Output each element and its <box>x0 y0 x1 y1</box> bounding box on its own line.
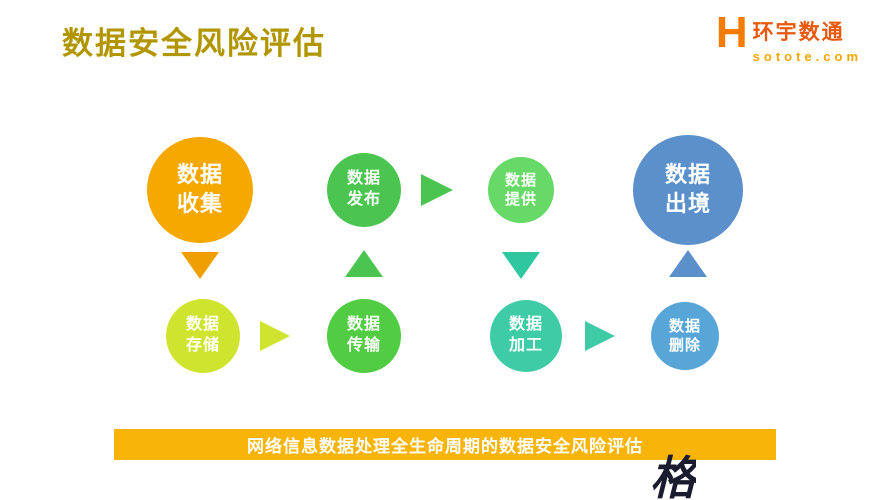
arrow-down-icon-collect-store <box>181 252 219 279</box>
node-data-delete: 数据 删除 <box>651 302 719 370</box>
node-data-publish: 数据 发布 <box>327 153 401 227</box>
node-data-transfer: 数据 传输 <box>327 299 401 373</box>
page-title: 数据安全风险评估 <box>62 26 326 61</box>
node-data-exit: 数据 出境 <box>633 135 743 245</box>
node-label-line: 数据 <box>508 316 543 334</box>
watermark-text: 格 <box>650 453 696 500</box>
node-label-line: 数据 <box>664 162 711 188</box>
banner-text: 网络信息数据处理全生命周期的数据安全风险评估 <box>247 437 643 456</box>
arrow-right-icon-process-delete <box>585 321 615 351</box>
arrow-right-icon-store-transfer <box>260 321 290 351</box>
node-data-process: 数据 加工 <box>490 300 562 372</box>
node-label-line: 数据 <box>176 162 223 188</box>
node-label-line: 提供 <box>504 191 537 208</box>
node-data-store: 数据 存储 <box>166 299 240 373</box>
arrow-right-icon-publish-provide <box>421 174 453 206</box>
node-label-line: 出境 <box>664 191 711 216</box>
node-label-line: 发布 <box>346 191 381 208</box>
node-label-line: 收集 <box>176 191 223 216</box>
node-data-collect: 数据 收集 <box>147 137 253 243</box>
arrow-up-icon-transfer-publish <box>345 250 383 277</box>
logo-company-name: 环宇数通 <box>752 21 845 44</box>
node-label-line: 数据 <box>668 317 701 335</box>
arrow-down-icon-provide-process <box>502 252 540 279</box>
arrow-up-icon-delete-exit <box>669 250 707 277</box>
logo: H 环宇数通 sotote.com <box>715 8 862 64</box>
logo-h-icon: H <box>715 8 748 57</box>
node-label-line: 存储 <box>185 337 220 354</box>
bottom-banner: 网络信息数据处理全生命周期的数据安全风险评估 <box>114 429 776 460</box>
logo-domain-text: sotote.com <box>752 49 862 64</box>
node-label-line: 传输 <box>346 337 381 354</box>
node-label-line: 加工 <box>508 337 543 354</box>
node-label-line: 数据 <box>185 316 220 334</box>
node-data-provide: 数据 提供 <box>488 157 554 223</box>
node-label-line: 数据 <box>504 171 537 189</box>
node-label-line: 删除 <box>668 337 701 354</box>
logo-text: 环宇数通 sotote.com <box>753 12 862 64</box>
node-label-line: 数据 <box>346 316 381 334</box>
node-label-line: 数据 <box>346 170 381 188</box>
